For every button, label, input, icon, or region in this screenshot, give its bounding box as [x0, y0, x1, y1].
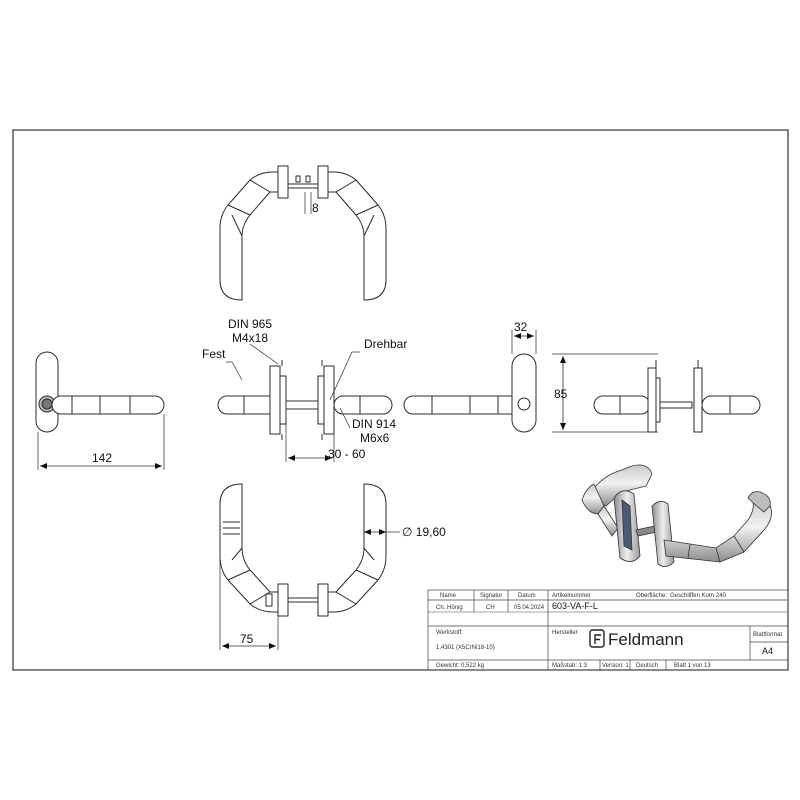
- front-view-left: [35, 351, 165, 470]
- top-view: [219, 165, 387, 301]
- tb-brand: Feldmann: [608, 630, 684, 649]
- tb-format: A4: [762, 646, 773, 656]
- dim-rose-height: 85: [554, 387, 568, 401]
- dim-rose-width: 32: [514, 320, 528, 334]
- tb-version: Version: 1: [602, 663, 629, 669]
- tb-format-label: Blattformat: [753, 632, 782, 638]
- tb-header-article: Artikelnummer: [552, 593, 591, 599]
- label-drehbar: Drehbar: [364, 337, 407, 351]
- title-block: [427, 589, 789, 671]
- tb-material: 1.4301 (X5CrNi18-10): [436, 645, 495, 651]
- tb-sheet: Blatt 1 von 13: [674, 663, 711, 669]
- label-m6x6: M6x6: [360, 431, 390, 445]
- tb-scale: Maßstab: 1:3: [552, 663, 588, 669]
- tb-weight: Gewicht: 0,522 kg: [436, 663, 484, 669]
- tb-header-name: Name: [440, 593, 457, 599]
- tb-header-signature: Signatur: [480, 593, 502, 599]
- bottom-view: [219, 483, 400, 650]
- isometric-render: [581, 464, 772, 567]
- dim-diameter: ∅ 19,60: [402, 525, 446, 539]
- dim-gap: 8: [312, 201, 319, 215]
- label-fest: Fest: [202, 347, 226, 361]
- dim-lever-length: 142: [92, 451, 112, 465]
- tb-date: 05.04.2024: [514, 605, 545, 611]
- tb-manufacturer-label: Hersteller: [552, 630, 578, 636]
- side-view-right: [552, 353, 761, 433]
- tb-name: Ch. Hönig: [436, 605, 463, 611]
- side-view-center: [217, 343, 393, 462]
- brand-logo-icon: [589, 629, 605, 648]
- dim-door-range: 30 - 60: [328, 447, 366, 461]
- label-din-914: DIN 914: [352, 417, 396, 431]
- tb-language: Deutsch: [636, 663, 658, 669]
- drawing-frame: [12, 129, 789, 671]
- label-din-965: DIN 965: [228, 317, 272, 331]
- tb-material-label: Werkstoff:: [436, 630, 463, 636]
- dim-depth: 75: [240, 632, 254, 646]
- front-view-right: [403, 330, 537, 433]
- tb-header-surface: Oberfläche:: [636, 593, 667, 599]
- label-m4x18: M4x18: [232, 331, 268, 345]
- tb-surface-value: Geschliffen Korn 240: [670, 593, 727, 599]
- tb-signature: CH: [486, 605, 495, 611]
- tb-article-number: 603-VA-F-L: [552, 601, 598, 611]
- tb-header-date: Datum: [518, 593, 536, 599]
